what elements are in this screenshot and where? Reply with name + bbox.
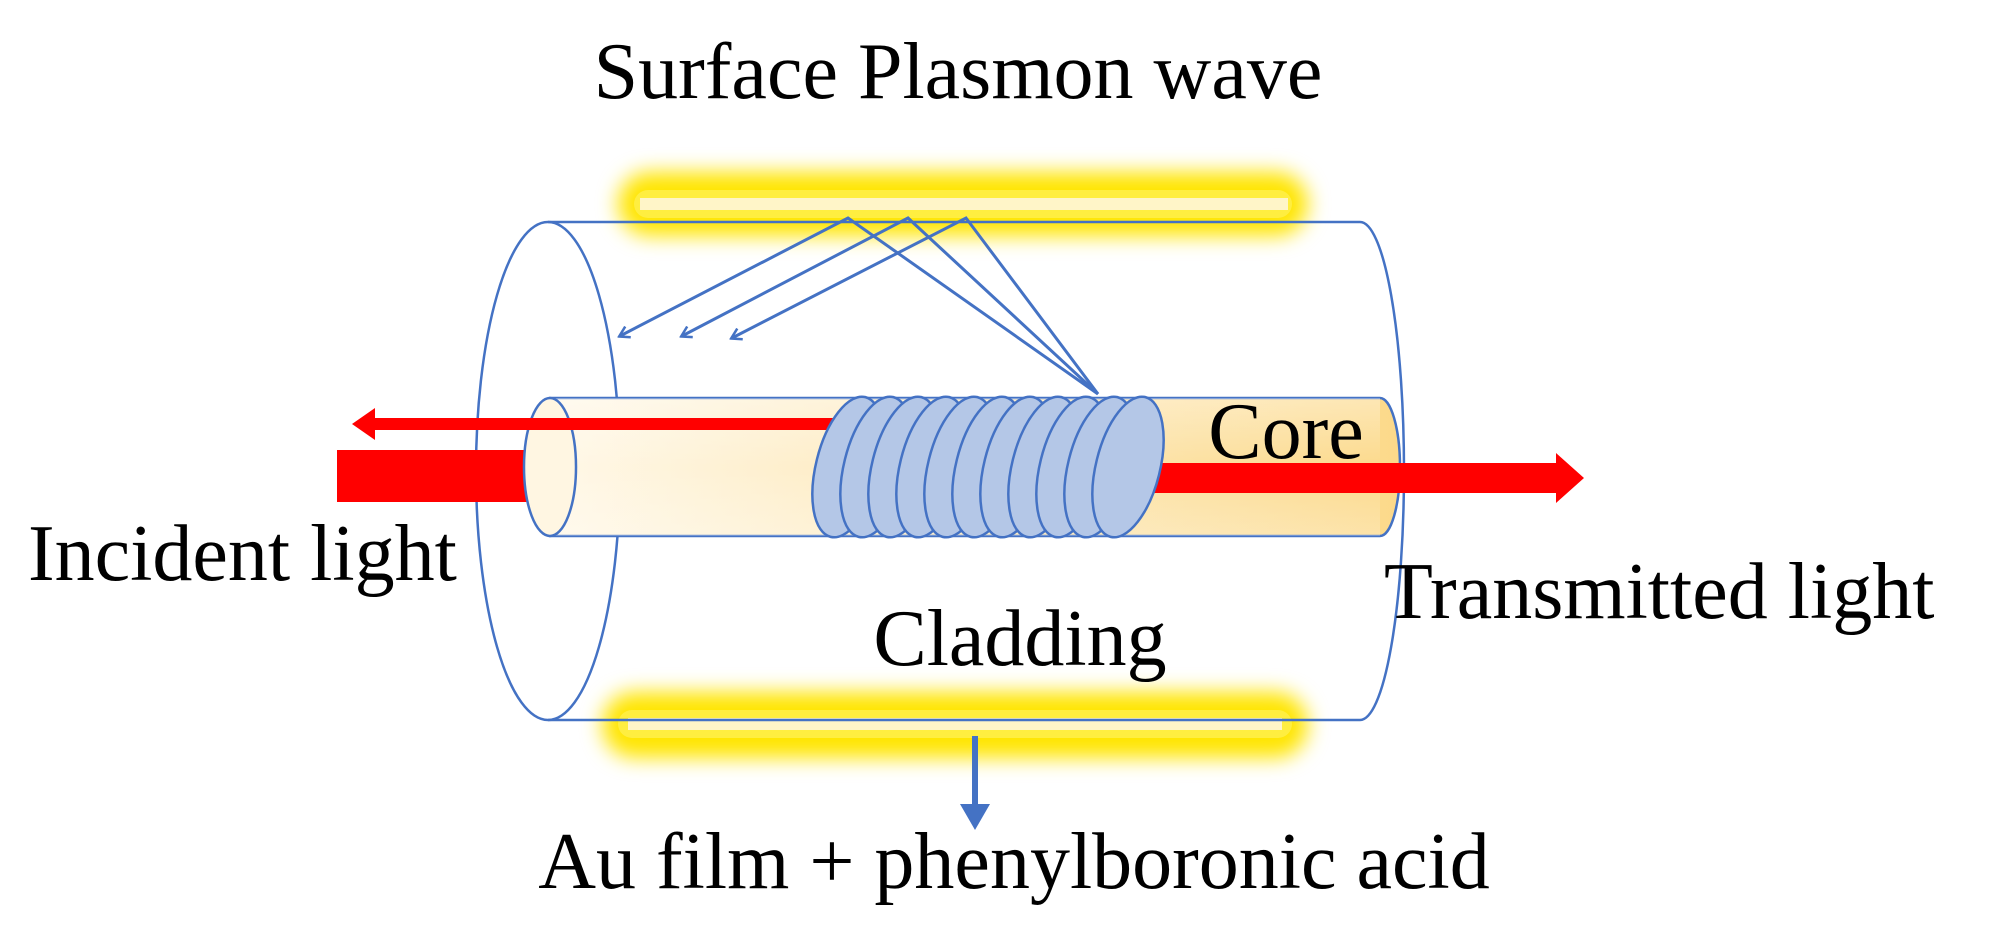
reflected-light-arrow — [352, 408, 860, 440]
surface-plasmon-rays — [620, 216, 1100, 396]
transmitted-light-label: Transmitted light — [1384, 548, 1934, 636]
au-film-bottom — [602, 692, 1308, 758]
incident-light-label: Incident light — [28, 510, 457, 598]
core-label: Core — [1208, 388, 1364, 476]
au-film-phenylboronic-acid-label: Au film + phenylboronic acid — [538, 818, 1490, 906]
au-film-top — [618, 172, 1308, 236]
surface-plasmon-wave-label: Surface Plasmon wave — [594, 28, 1323, 116]
cladding-label: Cladding — [873, 595, 1166, 683]
au-film-pointer-arrow — [960, 736, 990, 830]
coil-grating — [811, 395, 1165, 539]
coil-turn — [1091, 395, 1165, 539]
transmitted-light-arrow — [1125, 453, 1584, 503]
